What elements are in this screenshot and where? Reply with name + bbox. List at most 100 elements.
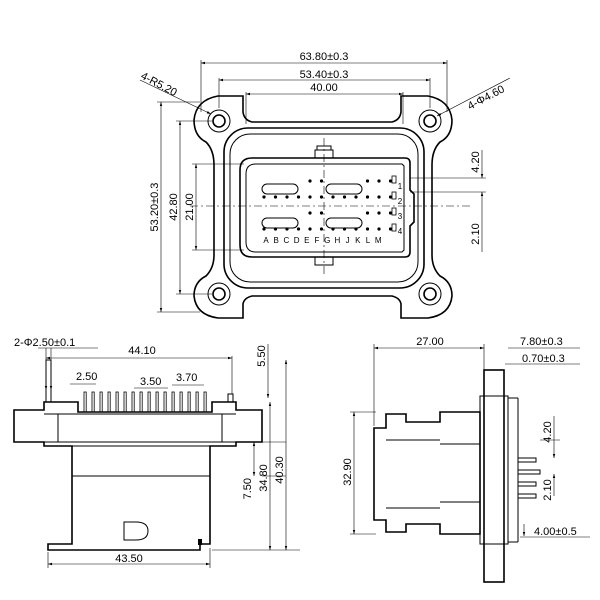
pin-hole bbox=[342, 195, 347, 199]
contact-pin bbox=[163, 391, 167, 413]
power-slot-3 bbox=[261, 217, 299, 229]
contact-pin bbox=[91, 391, 95, 413]
contact-pins bbox=[83, 391, 207, 413]
contact-pin bbox=[203, 391, 207, 413]
dim-h-c: 34.80 bbox=[258, 464, 270, 492]
contact-pin bbox=[187, 391, 191, 413]
row-number: 2 bbox=[398, 197, 403, 206]
contact-pin bbox=[147, 391, 151, 413]
dim-h-a: 5.50 bbox=[256, 345, 268, 366]
contact-pin bbox=[139, 391, 143, 413]
dim-flange: 7.80±0.3 bbox=[520, 336, 563, 348]
housing-inner-2 bbox=[245, 163, 405, 253]
side-view-right: 27.00 7.80±0.3 0.70±0.3 32.90 4.20 2.10 … bbox=[342, 336, 590, 583]
side-view-left: 2-Φ2.50±0.1 44.10 2.50 3.50 3.70 5.50 7.… bbox=[13, 337, 300, 568]
column-letter: J bbox=[346, 236, 350, 245]
pin-hole bbox=[319, 195, 324, 199]
column-letter: E bbox=[304, 236, 309, 245]
contact-pin bbox=[115, 391, 119, 413]
housing-outer bbox=[223, 127, 425, 289]
dim-pins: 2-Φ2.50±0.1 bbox=[14, 337, 75, 349]
pin-hole bbox=[354, 195, 358, 199]
marker bbox=[198, 539, 202, 545]
pin-hole bbox=[388, 195, 393, 199]
dim-pitch-b: 3.50 bbox=[140, 376, 161, 388]
pin-hole bbox=[296, 195, 301, 199]
column-letter: G bbox=[324, 236, 330, 245]
column-letter: F bbox=[315, 236, 320, 245]
contact-pin bbox=[107, 391, 111, 413]
dim-offset: 4.00±0.5 bbox=[534, 526, 577, 538]
pin-hole bbox=[354, 227, 358, 231]
housing-inner bbox=[239, 157, 415, 258]
column-letter: A bbox=[263, 236, 269, 245]
mount-hole-tl bbox=[212, 114, 226, 128]
pin-hole bbox=[308, 195, 312, 199]
pin-hole bbox=[308, 211, 312, 215]
column-letter: H bbox=[335, 236, 341, 245]
pin-hole bbox=[273, 227, 278, 231]
dim-pitch-c: 3.70 bbox=[176, 372, 197, 384]
contact-pin bbox=[179, 391, 183, 413]
contact-pin bbox=[131, 391, 135, 413]
dim-h-inner: 21.00 bbox=[184, 193, 196, 221]
terminal-slot bbox=[391, 207, 397, 216]
power-slot-2 bbox=[325, 183, 363, 195]
terminal-slot bbox=[391, 175, 397, 184]
pin-hole bbox=[331, 227, 335, 231]
pin-hole bbox=[331, 195, 335, 199]
dim-h-mid: 42.80 bbox=[168, 193, 180, 221]
mount-hole-tr bbox=[423, 114, 437, 128]
leader-radius bbox=[139, 79, 212, 115]
contact-pin bbox=[155, 391, 159, 413]
locating-pin-right bbox=[227, 393, 234, 403]
pin-hole bbox=[377, 179, 381, 183]
dim-pitch2: 2.10 bbox=[470, 223, 482, 244]
pin-hole bbox=[262, 195, 266, 199]
column-letter: L bbox=[366, 236, 371, 245]
rear-pin bbox=[517, 469, 541, 475]
dim-w3: 40.00 bbox=[310, 82, 338, 94]
dim-pitch-a: 2.50 bbox=[76, 371, 97, 383]
contact-pin bbox=[123, 391, 127, 413]
key-shape bbox=[123, 521, 149, 541]
pin-hole bbox=[319, 179, 324, 183]
pin-hole bbox=[262, 227, 266, 231]
terminal-slot bbox=[391, 223, 397, 232]
pin-hole bbox=[388, 227, 393, 231]
contact-pin bbox=[99, 391, 103, 413]
dim-length: 27.00 bbox=[416, 336, 444, 348]
dim-gap: 0.70±0.3 bbox=[522, 353, 565, 365]
mount-hole-outer-br bbox=[418, 282, 442, 306]
dim-holes: 4-Φ4.60 bbox=[466, 83, 507, 112]
dim-w2: 53.40±0.3 bbox=[300, 69, 349, 81]
pin-hole bbox=[388, 179, 393, 183]
pin-hole bbox=[342, 227, 347, 231]
pin-hole bbox=[319, 227, 324, 231]
pin-hole bbox=[296, 227, 301, 231]
pin-hole bbox=[377, 227, 381, 231]
pin-hole bbox=[365, 195, 370, 199]
leader-holes bbox=[436, 77, 511, 117]
contact-pin bbox=[195, 391, 199, 413]
pin-hole bbox=[319, 211, 324, 215]
dim-pitch1: 4.20 bbox=[542, 421, 554, 442]
rear-pin bbox=[517, 481, 537, 487]
plug-body bbox=[373, 411, 481, 535]
column-letter: B bbox=[274, 236, 279, 245]
column-letter: C bbox=[284, 236, 290, 245]
row-number: 1 bbox=[398, 182, 403, 191]
flange-plate bbox=[483, 369, 505, 583]
pin-hole bbox=[365, 211, 370, 215]
pin-hole bbox=[273, 195, 278, 199]
dim-width-bottom: 43.50 bbox=[115, 553, 143, 565]
dim-h-b: 7.50 bbox=[242, 478, 254, 499]
locating-pin-left bbox=[45, 359, 52, 403]
mount-hole-bl bbox=[212, 287, 226, 301]
column-letter: M bbox=[375, 236, 382, 245]
row-number: 4 bbox=[398, 227, 403, 236]
pin-hole bbox=[377, 211, 381, 215]
